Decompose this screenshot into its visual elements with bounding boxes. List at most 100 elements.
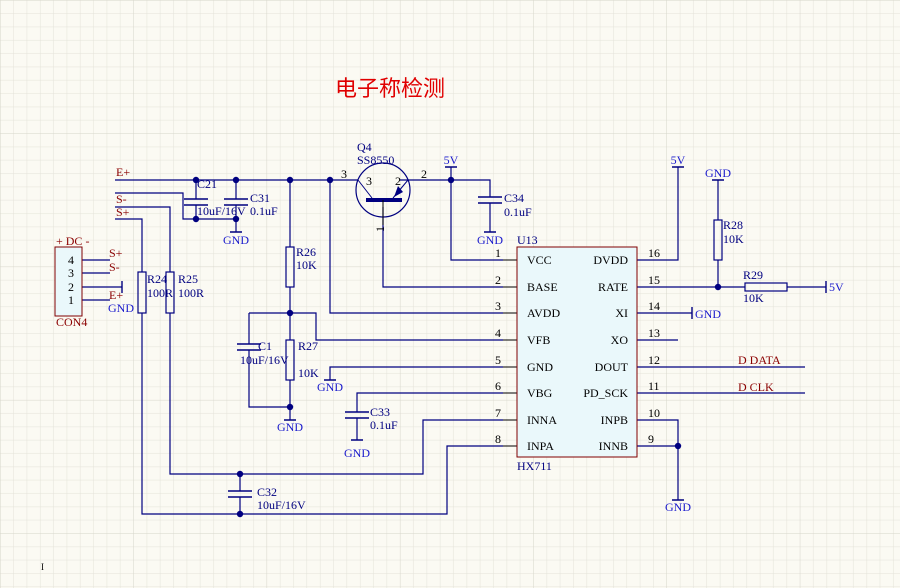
r25-ref: R25 — [178, 272, 198, 286]
pin-name: VFB — [527, 333, 550, 347]
component-labels: C21 10uF/16V C31 0.1uF C34 0.1uF C1 10uF… — [147, 177, 764, 512]
pin-name: XI — [615, 306, 628, 320]
pin-name: VCC — [527, 253, 552, 267]
c21-value: 10uF/16V — [197, 204, 246, 218]
ic-part: HX711 — [517, 459, 552, 473]
resistor-symbols — [137, 219, 788, 381]
r28-value: 10K — [723, 232, 744, 246]
v5-label-r29: 5V — [829, 280, 844, 294]
c1-value: 10uF/16V — [240, 353, 289, 367]
c1-ref: C1 — [258, 339, 272, 353]
ic-right-pins: 16 15 14 13 12 11 10 9 DVDD RATE XI XO D… — [583, 246, 660, 453]
c31-value: 0.1uF — [250, 204, 278, 218]
v5-label-dvdd: 5V — [671, 153, 686, 167]
gnd-label-con4: GND — [108, 301, 134, 315]
pin-name: GND — [527, 360, 553, 374]
pin-name: BASE — [527, 280, 558, 294]
pin-name: RATE — [598, 280, 628, 294]
connector-net: S+ — [109, 246, 123, 260]
gnd-label-r28: GND — [705, 166, 731, 180]
r28-ref: R28 — [723, 218, 743, 232]
connector-con4[interactable]: + DC - CON4 4 3 2 1 S+ S- E+ — [54, 234, 123, 329]
net-label-s-plus: S+ — [116, 205, 130, 219]
net-label-d-data: D DATA — [738, 353, 781, 367]
c21-ref: C21 — [197, 177, 217, 191]
gnd-label-c31: GND — [223, 233, 249, 247]
cursor-mark: I — [41, 562, 44, 572]
pin-number: 15 — [648, 273, 660, 287]
q4-value: SS8550 — [357, 153, 394, 167]
q4-pin: 2 — [395, 174, 401, 188]
gnd-label-inpb: GND — [665, 500, 691, 514]
ic-left-pins: 1 2 3 4 5 6 7 8 VCC BASE AVDD VFB GND VB… — [495, 246, 560, 453]
connector-ref: CON4 — [56, 315, 87, 329]
pin-name: INNB — [599, 439, 628, 453]
pin-number: 4 — [495, 326, 501, 340]
r26-value: 10K — [296, 258, 317, 272]
gnd-label-c34: GND — [477, 233, 503, 247]
r26-ref: R26 — [296, 245, 316, 259]
ic-u13[interactable]: U13 HX711 1 2 3 4 5 6 7 8 VCC BASE AVDD … — [495, 233, 660, 473]
connector-net: E+ — [109, 288, 123, 302]
gnd-label-r27: GND — [277, 420, 303, 434]
c32-ref: C32 — [257, 485, 277, 499]
pin-number: 10 — [648, 406, 660, 420]
connector-pin: 2 — [68, 280, 74, 294]
pin-number: 2 — [495, 273, 501, 287]
q4-wire-pin: 3 — [341, 167, 347, 181]
pin-number: 11 — [648, 379, 660, 393]
sheet-title: 电子称检测 — [335, 77, 445, 102]
c34-value: 0.1uF — [504, 205, 532, 219]
transistor-q4[interactable]: Q4 SS8550 3 2 1 3 2 — [341, 140, 427, 232]
pin-name: INPA — [527, 439, 554, 453]
gnd-label-xi: GND — [695, 307, 721, 321]
connector-net: S- — [109, 260, 120, 274]
capacitor-symbols — [184, 196, 502, 498]
pin-number: 16 — [648, 246, 660, 260]
power-symbols — [121, 166, 827, 501]
connector-pin: 3 — [68, 266, 74, 280]
pin-name: INNA — [527, 413, 557, 427]
c34-ref: C34 — [504, 191, 524, 205]
connector-header: + DC - — [56, 234, 89, 248]
net-label-e-plus: E+ — [116, 165, 130, 179]
q4-ref: Q4 — [357, 140, 372, 154]
r24-ref: R24 — [147, 272, 167, 286]
r29-ref: R29 — [743, 268, 763, 282]
pin-number: 6 — [495, 379, 501, 393]
pin-number: 5 — [495, 353, 501, 367]
r29-value: 10K — [743, 291, 764, 305]
pin-number: 3 — [495, 299, 501, 313]
pin-number: 9 — [648, 432, 654, 446]
c31-ref: C31 — [250, 191, 270, 205]
q4-wire-pin: 2 — [421, 167, 427, 181]
junctions — [192, 176, 722, 518]
pin-name: XO — [611, 333, 629, 347]
pin-name: AVDD — [527, 306, 560, 320]
q4-pin: 3 — [366, 174, 372, 188]
c33-ref: C33 — [370, 405, 390, 419]
connector-pin: 1 — [68, 293, 74, 307]
pin-name: VBG — [527, 386, 553, 400]
v5-label-q4: 5V — [444, 153, 459, 167]
pin-number: 13 — [648, 326, 660, 340]
r27-ref: R27 — [298, 339, 318, 353]
r24-value: 100R — [147, 286, 173, 300]
pin-name: DOUT — [595, 360, 629, 374]
gnd-label-pin5: GND — [317, 380, 343, 394]
pin-name: DVDD — [593, 253, 628, 267]
gnd-label-c33: GND — [344, 446, 370, 460]
q4-pin: 1 — [373, 226, 387, 232]
ic-ref: U13 — [517, 233, 538, 247]
pin-name: INPB — [601, 413, 628, 427]
r27-value: 10K — [298, 366, 319, 380]
net-label-s-minus: S- — [116, 192, 127, 206]
pin-number: 14 — [648, 299, 660, 313]
connector-pin: 4 — [68, 253, 74, 267]
pin-number: 7 — [495, 406, 501, 420]
pin-number: 8 — [495, 432, 501, 446]
r25-value: 100R — [178, 286, 204, 300]
pin-number: 1 — [495, 246, 501, 260]
